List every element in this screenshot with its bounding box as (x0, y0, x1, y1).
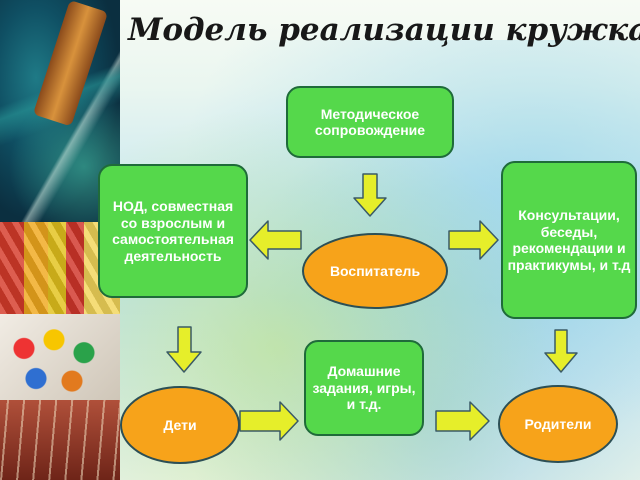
consultations-box: Консультации, беседы, рекомендации и пра… (501, 161, 637, 319)
arrow-right-consult (448, 220, 499, 260)
parents-oval: Родители (498, 385, 618, 463)
nod-activity-box: НОД, совместная со взрослым и самостояте… (98, 164, 248, 298)
method-support-box: Методическое сопровождение (286, 86, 454, 158)
arrow-down-method (353, 173, 387, 217)
page-title: Модель реализации кружка (128, 12, 640, 48)
arrow-down-parents (544, 329, 578, 373)
palette-photo (0, 314, 120, 400)
arrow-right-parents (435, 401, 490, 441)
homework-box: Домашние задания, игры, и т.д. (304, 340, 424, 436)
arrow-left-nod (249, 220, 302, 260)
arrow-down-children (166, 326, 202, 373)
children-oval: Дети (120, 386, 240, 464)
teacher-oval: Воспитатель (302, 233, 448, 309)
arrow-right-home (239, 401, 299, 441)
brushes-overlay (0, 400, 120, 480)
